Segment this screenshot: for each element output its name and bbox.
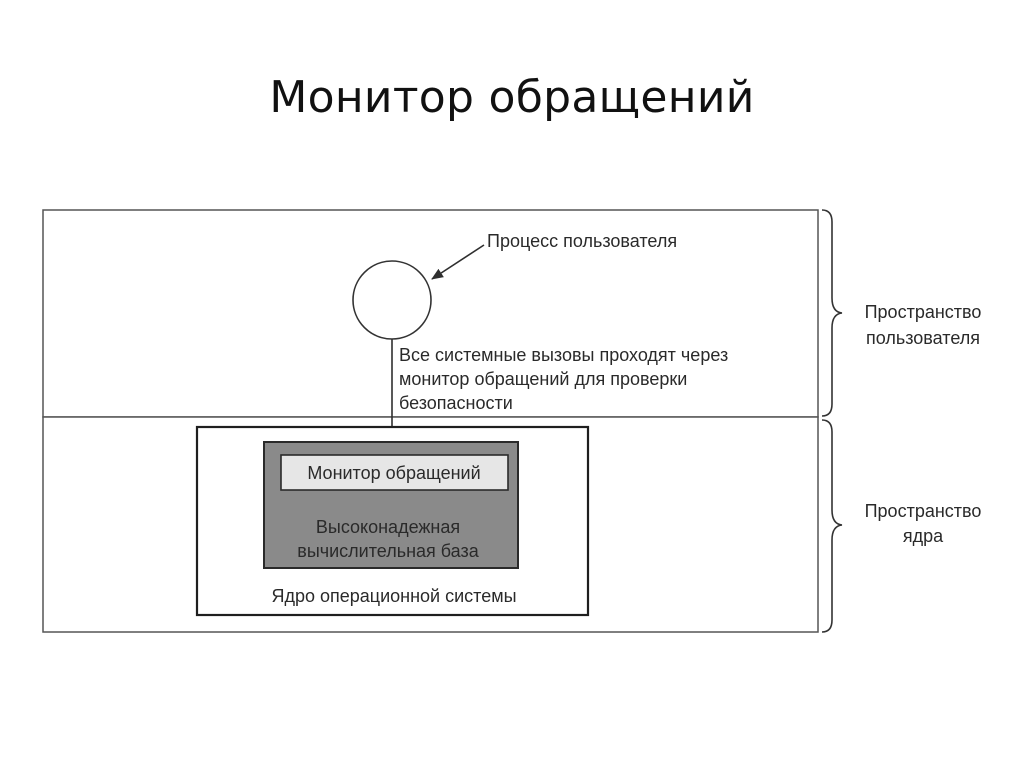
tcb-label-line-1: Высоконадежная bbox=[316, 517, 460, 537]
user-process-circle bbox=[352, 260, 432, 340]
user-space-label-line-1: Пространство bbox=[865, 302, 982, 322]
user-space-label-line-2: пользователя bbox=[866, 328, 980, 348]
user-process-label: Процесс пользователя bbox=[487, 231, 677, 251]
syscall-note-line-3: безопасности bbox=[399, 393, 513, 413]
kernel-space-label-line-2: ядра bbox=[903, 526, 944, 546]
syscall-note-line-2: монитор обращений для проверки bbox=[399, 369, 687, 389]
kernel-space-brace bbox=[821, 419, 843, 633]
syscall-note-line-1: Все системные вызовы проходят через bbox=[399, 345, 728, 365]
kernel-space-label-line-1: Пространство bbox=[865, 501, 982, 521]
tcb-label-line-2: вычислительная база bbox=[297, 541, 479, 561]
slide-title: Монитор обращений bbox=[269, 72, 755, 123]
user-process-pointer-arrow bbox=[431, 244, 485, 280]
os-kernel-label: Ядро операционной системы bbox=[271, 586, 516, 606]
user-space-area bbox=[42, 209, 819, 418]
reference-monitor-box bbox=[280, 454, 509, 491]
reference-monitor-label: Монитор обращений bbox=[307, 463, 480, 483]
user-space-brace bbox=[821, 209, 843, 417]
